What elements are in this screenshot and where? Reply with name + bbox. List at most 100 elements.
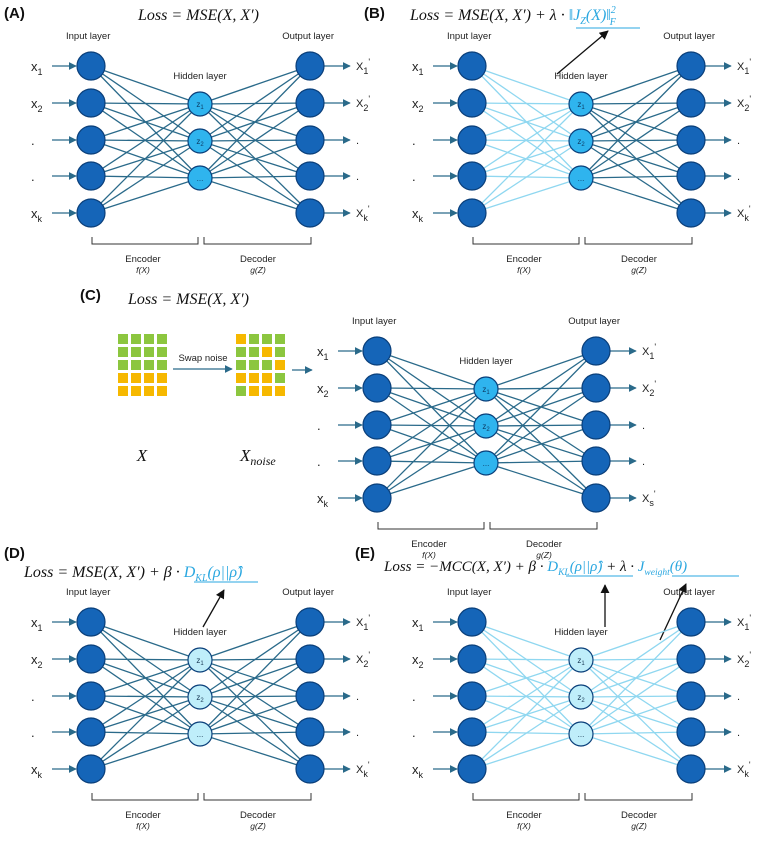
decoder-edge xyxy=(199,733,311,770)
panel-a-tag: (A) xyxy=(4,5,25,22)
decoder-function: g(Z) xyxy=(250,821,266,831)
encoder-edge xyxy=(90,65,201,105)
encoder-edge xyxy=(471,65,582,105)
input-label: . xyxy=(31,689,35,704)
output-node xyxy=(295,681,325,711)
input-node xyxy=(362,410,392,440)
output-label: X2' xyxy=(356,650,370,669)
decoder-edge xyxy=(580,659,692,733)
encoder-edge xyxy=(90,140,201,214)
decoder-edge xyxy=(199,659,311,733)
decoder-edge xyxy=(580,140,692,214)
panel-e-tag: (E) xyxy=(355,545,375,562)
hidden-node-label: ... xyxy=(578,730,585,739)
decoder-edge xyxy=(580,733,692,770)
decoder-edge xyxy=(580,696,692,770)
output-node xyxy=(581,446,611,476)
hidden-layer-label: Hidden layer xyxy=(459,356,512,367)
output-label: X2' xyxy=(356,94,370,113)
output-label: . xyxy=(737,135,740,147)
encoder-edge xyxy=(90,659,201,733)
grid-cell xyxy=(118,334,128,344)
output-node xyxy=(581,336,611,366)
output-node xyxy=(295,644,325,674)
decoder-edge xyxy=(580,621,692,661)
input-node xyxy=(76,681,106,711)
input-node xyxy=(457,161,487,191)
panel-c-loss: Loss = MSE(X, X′) xyxy=(127,291,249,308)
encoder-edge xyxy=(471,103,582,177)
output-label: . xyxy=(356,171,359,183)
grid-cell xyxy=(249,373,259,383)
encoder-edge xyxy=(376,388,487,462)
input-node xyxy=(76,51,106,81)
input-label: x2 xyxy=(317,381,329,399)
decoder-bracket xyxy=(203,793,312,801)
encoder-edge xyxy=(90,102,201,105)
input-node xyxy=(76,125,106,155)
decoder-edge xyxy=(580,658,692,661)
hidden-node xyxy=(187,165,213,191)
input-label: xk xyxy=(412,206,424,224)
input-label: x1 xyxy=(317,344,329,362)
output-node xyxy=(581,410,611,440)
output-label: . xyxy=(737,171,740,183)
grid-cell xyxy=(157,334,167,344)
hidden-node-label: z2 xyxy=(196,693,204,704)
hidden-node-label: z2 xyxy=(196,137,204,148)
encoder-bracket xyxy=(91,793,199,801)
input-label: x2 xyxy=(31,96,43,114)
grid-cell xyxy=(236,373,246,383)
connections xyxy=(376,350,597,499)
grid-cell xyxy=(275,360,285,370)
grid-cell xyxy=(275,334,285,344)
output-label: X2' xyxy=(642,379,656,398)
input-label: xk xyxy=(317,491,329,509)
panel-c: (C) Loss = MSE(X, X′) Swap noise X Xnois… xyxy=(80,287,656,560)
decoder-edge xyxy=(580,102,692,105)
panel-d-loss: Loss = MSE(X, X′) + β · DKL(ρ||ρ̂) xyxy=(23,564,243,584)
hidden-node-label: ... xyxy=(197,730,204,739)
grid-cell xyxy=(157,373,167,383)
connections xyxy=(471,621,692,770)
encoder-edge xyxy=(90,177,201,214)
output-label: Xk' xyxy=(737,204,751,223)
x-label: X xyxy=(136,446,148,465)
hidden-layer-label: Hidden layer xyxy=(554,627,607,638)
input-label: x1 xyxy=(412,59,424,77)
encoder-edge xyxy=(471,659,582,697)
hidden-node xyxy=(187,91,213,117)
decoder-label: Decoder xyxy=(621,810,657,821)
input-label: x1 xyxy=(31,59,43,77)
hidden-layer-label: Hidden layer xyxy=(173,627,226,638)
decoder-bracket xyxy=(584,237,693,245)
hidden-node-label: z1 xyxy=(577,100,585,111)
decoder-label: Decoder xyxy=(240,810,276,821)
decoder-function: g(Z) xyxy=(631,821,647,831)
encoder-function: f(X) xyxy=(517,821,531,831)
output-node xyxy=(676,198,706,228)
input-label: xk xyxy=(31,206,43,224)
output-node xyxy=(676,717,706,747)
decoder-edge xyxy=(485,388,597,499)
grid-cell xyxy=(157,347,167,357)
decoder-bracket xyxy=(489,522,598,530)
output-node xyxy=(676,51,706,81)
encoder-edge xyxy=(376,462,487,499)
decoder-edge xyxy=(580,103,692,141)
input-layer-label: Input layer xyxy=(447,587,491,598)
hidden-node xyxy=(187,647,213,673)
grid-cell xyxy=(275,373,285,383)
grid-cell xyxy=(157,360,167,370)
decoder-edge xyxy=(199,103,311,214)
grid-cell xyxy=(262,334,272,344)
hidden-node-label: ... xyxy=(197,174,204,183)
grid-cell xyxy=(262,386,272,396)
encoder-function: f(X) xyxy=(517,265,531,275)
input-node xyxy=(457,644,487,674)
encoder-bracket xyxy=(377,522,485,530)
encoder-function: f(X) xyxy=(136,265,150,275)
decoder-edge xyxy=(199,177,311,214)
input-node xyxy=(76,161,106,191)
